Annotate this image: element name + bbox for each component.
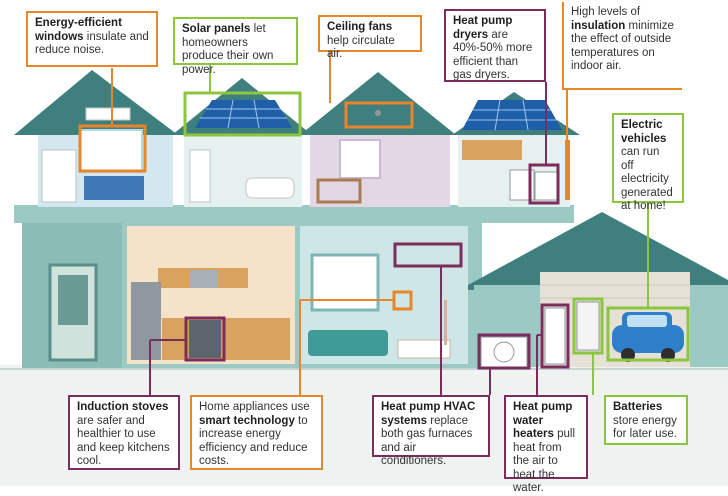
front-door — [48, 263, 98, 362]
closet-door — [41, 149, 77, 203]
roof-left — [14, 70, 178, 135]
connector-lines — [111, 52, 649, 395]
house-illustration — [0, 52, 728, 486]
highlight-hvac — [477, 333, 531, 370]
highlight-dryer — [528, 163, 560, 205]
callout-insulation-title: insulation — [571, 19, 626, 32]
callout-smart: Home appliances use smart technology to … — [190, 395, 323, 470]
battery-unit — [576, 301, 600, 351]
callout-smart-text: to increase energy efficiency and reduce… — [199, 414, 308, 468]
callout-water-text: pull heat from the air to heat the water… — [513, 428, 576, 494]
callout-windows-text: insulate and reduce noise. — [35, 30, 149, 57]
callout-solar-text: let homeowners produce their own power. — [182, 23, 274, 76]
mini-split-ac — [85, 107, 131, 121]
solar-panels-right — [462, 99, 562, 131]
callout-fans-text: help circulate air. — [327, 34, 395, 61]
floor-lamp — [444, 300, 447, 345]
range-hood — [190, 270, 218, 288]
highlight-insulation — [565, 140, 570, 200]
dryer — [534, 171, 558, 201]
highlight-minisplit — [393, 242, 463, 268]
callout-ev-title: Electric vehicles — [621, 119, 667, 145]
callout-batteries-text: store energy for later use. — [613, 414, 677, 441]
callout-stoves: Induction stoves are safer and healthier… — [68, 395, 180, 470]
highlight-battery — [572, 297, 604, 355]
callout-ev-text: can run off electricity generated at hom… — [621, 146, 673, 212]
ceiling-fan-icon — [375, 110, 381, 116]
callout-batteries-title: Batteries — [613, 401, 663, 413]
front-door-window — [58, 275, 88, 325]
callout-smart-pre: Home appliances use — [199, 401, 310, 413]
callout-hvac-text: replace both gas furnaces and air condit… — [381, 414, 473, 468]
callout-water: Heat pump water heaters pull heat from t… — [504, 395, 588, 494]
stove — [189, 320, 221, 358]
nursery-window — [339, 139, 381, 179]
callout-dryers: Heat pump dryers are 40%-50% more effici… — [444, 9, 546, 82]
callout-water-title: Heat pump water heaters — [513, 401, 573, 440]
highlight-fan — [344, 101, 414, 129]
callout-insulation-text: minimize the effect of outside temperatu… — [571, 19, 674, 73]
garage-roof — [468, 212, 728, 290]
callout-stoves-text: are safer and healthier to use and keep … — [77, 414, 170, 468]
water-heater — [544, 307, 566, 365]
highlight-solar — [183, 91, 302, 137]
living-window — [310, 253, 380, 312]
callout-stoves-title: Induction stoves — [77, 401, 169, 413]
bathroom-cabinet — [189, 149, 211, 203]
callout-fans-title: Ceiling fans — [327, 21, 393, 33]
callout-insulation-pre: High levels of — [571, 6, 641, 18]
callout-hvac-title: Heat pump HVAC systems — [381, 401, 476, 427]
callout-hvac: Heat pump HVAC systems replace both gas … — [372, 395, 490, 467]
callout-windows: Energy-efficient windows insulate and re… — [26, 11, 158, 67]
tv-stand — [397, 339, 451, 359]
solar-panels-left — [195, 99, 292, 129]
crib — [316, 178, 362, 204]
callout-batteries: Batteries store energy for later use. — [604, 395, 688, 445]
upper-floor-slab — [14, 205, 574, 223]
sofa — [308, 330, 388, 356]
callout-solar-title: Solar panels — [182, 23, 251, 35]
bedroom-window — [79, 129, 143, 173]
callout-insulation: High levels of insulation minimize the e… — [562, 2, 682, 90]
bed — [84, 176, 144, 200]
fridge — [131, 282, 161, 360]
callout-ev: Electric vehicles can run off electricit… — [612, 113, 684, 212]
ground-line — [0, 368, 728, 370]
callout-dryers-title: Heat pump dryers — [453, 15, 513, 41]
laundry-cabinets — [462, 140, 522, 160]
bathtub — [245, 177, 295, 199]
callout-smart-title: smart technology — [199, 414, 295, 427]
callout-windows-title: Energy-efficient windows — [35, 17, 122, 43]
callout-fans: Ceiling fans help circulate air. — [318, 15, 422, 60]
callout-dryers-text: are 40%-50% more efficient than gas drye… — [453, 28, 533, 82]
callout-solar: Solar panels let homeowners produce thei… — [173, 17, 298, 76]
